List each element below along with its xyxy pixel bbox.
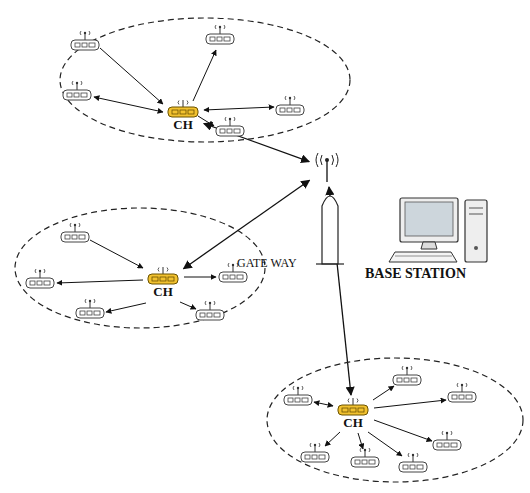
sensor-arrow — [198, 116, 214, 126]
sensor-arrow — [100, 48, 163, 104]
sensor-arrow — [90, 240, 143, 268]
sensor-node — [351, 448, 379, 467]
sensor-arrow — [204, 107, 274, 110]
gateway-tower-base — [316, 263, 344, 264]
sensor-node — [206, 25, 234, 44]
gateway-tower — [322, 196, 338, 264]
base-station: BASE STATION — [365, 192, 519, 282]
sensor-arrow — [106, 303, 146, 312]
sensor-arrow — [374, 420, 432, 441]
cluster-head: CH — [165, 100, 201, 132]
sensor-arrow — [373, 386, 394, 400]
sensor-arrow — [368, 432, 402, 456]
sensor-arrow — [94, 97, 163, 112]
sensor-node — [26, 269, 54, 288]
sensor-arrow — [193, 50, 216, 101]
sensor-node — [276, 96, 304, 115]
cluster-head-icon — [167, 100, 199, 118]
cluster-outline — [267, 358, 523, 482]
cluster-outline — [60, 18, 350, 142]
sensor-node — [76, 299, 104, 318]
sensor-node — [284, 386, 312, 405]
cluster-head-icon — [147, 267, 179, 285]
sensor-arrow — [57, 280, 143, 283]
cluster-outline — [15, 208, 265, 328]
sensor-arrow — [325, 432, 340, 446]
sensor-node — [301, 443, 329, 462]
sensor-node — [196, 301, 224, 320]
cluster-head: CH — [335, 398, 371, 430]
computer-icon — [365, 192, 515, 266]
sensor-node — [63, 81, 91, 100]
sensor-node — [399, 453, 427, 472]
cluster-head-label: CH — [145, 285, 181, 299]
sensor-node — [216, 117, 244, 136]
cluster-head-label: CH — [165, 118, 201, 132]
sensor-arrow — [374, 400, 446, 408]
cluster-head-label: CH — [335, 416, 371, 430]
sensor-node — [61, 223, 89, 242]
sensor-node — [71, 31, 99, 50]
cluster-head-icon — [337, 398, 369, 416]
network-link — [184, 180, 310, 269]
sensor-node — [433, 431, 461, 450]
gateway-label: GATE WAY — [237, 256, 297, 270]
sensor-arrow — [314, 402, 333, 406]
sensor-arrow — [358, 433, 363, 449]
sensor-node — [448, 383, 476, 402]
gateway: GATE WAY — [312, 152, 342, 184]
cluster-head: CH — [145, 267, 181, 299]
sensor-node — [393, 366, 421, 385]
base-station-label: BASE STATION — [365, 266, 519, 282]
sensor-arrow — [184, 277, 216, 278]
sensor-arrow — [180, 302, 196, 309]
gateway-antenna — [312, 152, 342, 184]
